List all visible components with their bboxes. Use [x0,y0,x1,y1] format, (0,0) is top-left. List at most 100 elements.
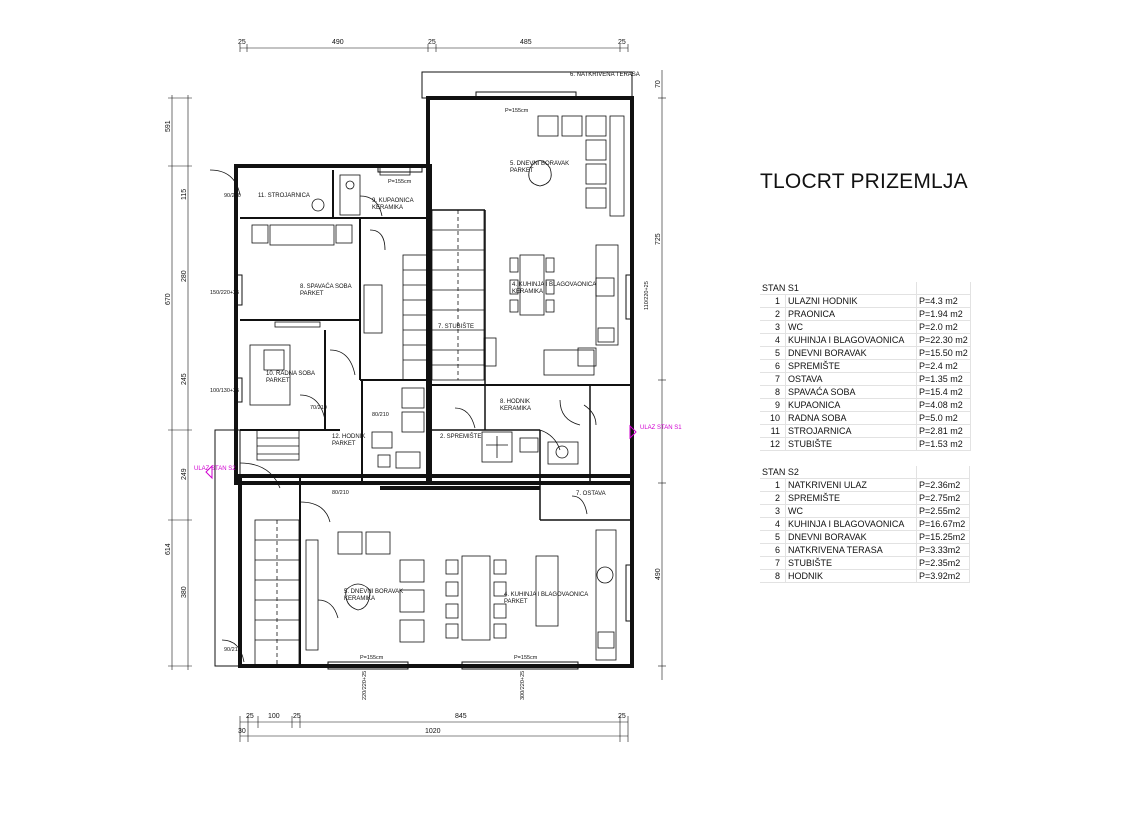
cell-area: P=1.53 m2 [916,437,971,451]
cell-no: 6 [760,359,786,373]
cell-name: DNEVNI BORAVAK [785,346,917,360]
door-100: 100/130+25 [210,388,239,394]
dim-bot2-1: 30 [238,728,246,735]
room-hodnik-s1-2: PARKET [332,441,356,447]
room-terasa: 6. NATKRIVENA TERASA [570,72,640,78]
cell-area: P=15.50 m2 [916,346,971,360]
door-90-210-a: 90/210 [224,193,241,199]
window-sill-bl: P=155cm [360,655,384,661]
room-spavaca-1: 8. SPAVAĆA SOBA [300,283,352,290]
cell-no: 3 [760,320,786,334]
cell-name: WC [785,320,917,334]
dim-left-8: 380 [181,586,188,598]
room-kuhinja-s2-1: 4. KUHINJA I BLAGOVAONICA [512,282,596,288]
room-hodnik-s2-2: KERAMIKA [500,406,531,412]
cell-no: 4 [760,517,786,531]
cell-no: 10 [760,411,786,425]
furniture-bathroom [311,164,425,469]
entry-arrow-s2 [205,464,213,480]
door-150: 150/220+25 [210,290,239,296]
cell-no: 9 [760,398,786,412]
room-kuhinja-s1-1: 4. KUHINJA I BLAGOVAONICA [504,592,588,598]
dim-left-5: 245 [181,373,188,385]
cell-name: KUPAONICA [785,398,917,412]
room-kupaonica-1: 9. KUPAONICA [372,198,414,204]
dim-left-7: 614 [165,543,172,555]
furniture-s2-lower [305,529,617,661]
cell-name: SPREMIŠTE [785,491,917,505]
cell-name: NATKRIVENA TERASA [785,543,917,557]
dim-left-1: 591 [165,120,172,132]
furniture-dining-s1 [509,244,619,376]
dim-bot1-2: 100 [268,713,280,720]
room-spavaca-2: PARKET [300,291,324,297]
cell-name: SPREMIŠTE [785,359,917,373]
room-kuhinja-s2-2: KERAMIKA [512,289,543,295]
cell-no: 4 [760,333,786,347]
cell-no: 8 [760,569,786,583]
cell-area: P=2.55m2 [916,504,970,518]
room-radna-2: PARKET [266,378,290,384]
windows [235,91,633,670]
cell-name: RADNA SOBA [785,411,917,425]
table-header-s2: STAN S2 [760,466,917,479]
cell-no: 2 [760,307,786,321]
window-sill-br: P=155cm [514,655,538,661]
entry-label-s2: ULAZ STAN S2 [194,466,236,472]
cell-name: HODNIK [785,569,917,583]
dim-top-4: 485 [520,39,532,46]
room-dnevni-s1-2: KERAMIKA [344,596,375,602]
door-80-210-b: 80/210 [332,490,349,496]
room-spremiste: 2. SPREMIŠTE [440,433,481,440]
cell-name: STROJARNICA [785,424,917,438]
cell-area: P=2.35m2 [916,556,970,570]
cell-name: WC [785,504,917,518]
dim-top-1: 25 [238,39,246,46]
cell-area: P=1.35 m2 [916,372,971,386]
dim-bot1-4: 845 [455,713,467,720]
cell-name: KUHINJA I BLAGOVAONICA [785,333,917,347]
dim-bot1-1: 25 [246,713,254,720]
cell-area: P=4.08 m2 [916,398,971,412]
dim-top-5: 25 [618,39,626,46]
window-sill-top: P=155cm [505,108,529,114]
door-arcs [209,169,597,663]
stairs-s2 [254,519,300,667]
cell-name: PRAONICA [785,307,917,321]
cell-no: 11 [760,424,786,438]
cell-no: 2 [760,491,786,505]
cell-no: 1 [760,294,786,308]
cell-name: OSTAVA [785,372,917,386]
cell-area: P=3.92m2 [916,569,970,583]
cell-area: P=16.67m2 [916,517,970,531]
door-90-210-b: 90/210 [224,647,241,653]
stairs-s1 [431,209,497,381]
cell-name: SPAVAĆA SOBA [785,385,917,399]
cell-name: STUBIŠTE [785,437,917,451]
window-sill-kup: P=155cm [388,179,412,185]
cell-no: 6 [760,543,786,557]
cell-no: 5 [760,346,786,360]
room-dnevni-s2-1: 5. DNEVNI BORAVAK [510,161,569,167]
furniture-bedroom [249,224,383,406]
cell-area: P=2.81 m2 [916,424,971,438]
dim-top-3: 25 [428,39,436,46]
terrace-outline [421,71,633,99]
table-header-s1: STAN S1 [760,282,917,295]
room-radna-1: 10. RADNA SOBA [266,371,315,377]
cell-no: 7 [760,372,786,386]
room-kuhinja-s1-2: PARKET [504,599,528,605]
dimension-texts: 25 490 25 485 25 25 100 25 845 25 30 102… [165,39,662,735]
cell-area: P=2.36m2 [916,478,970,492]
